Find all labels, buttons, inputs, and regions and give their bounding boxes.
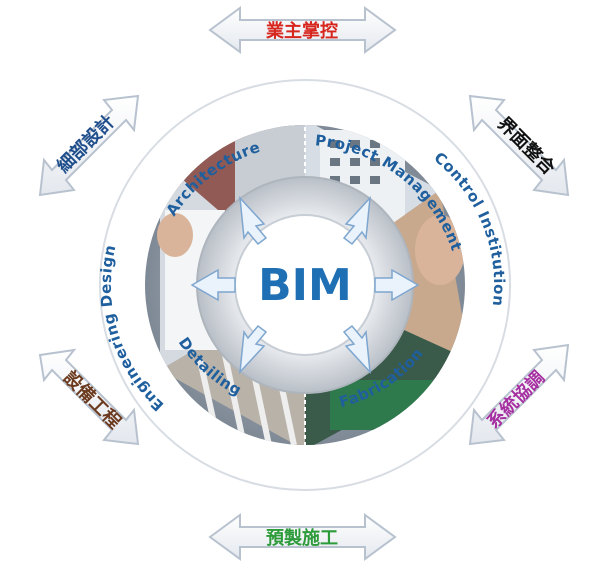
- inner-arrows: [190, 195, 420, 375]
- outer-arrow-bottom-left: [38, 348, 140, 446]
- outer-arrow-bottom: [208, 513, 397, 561]
- outer-arrow-top: [208, 6, 397, 54]
- label-fabrication-construction: 預製施工: [266, 527, 338, 549]
- label-owner-control: 業主掌控: [265, 20, 338, 42]
- label-detail-design: 細部設計: [53, 111, 119, 177]
- center-label-bim: BIM: [258, 260, 352, 311]
- outer-arrow-bottom-right: [468, 343, 570, 446]
- label-interface-integration: 界面整合: [493, 113, 560, 180]
- label-system-coordination: 系統協調: [483, 367, 549, 433]
- outer-arrow-top-left: [38, 94, 140, 197]
- outer-arrow-top-right: [468, 94, 570, 197]
- label-equipment-engineering: 設備工程: [59, 367, 125, 433]
